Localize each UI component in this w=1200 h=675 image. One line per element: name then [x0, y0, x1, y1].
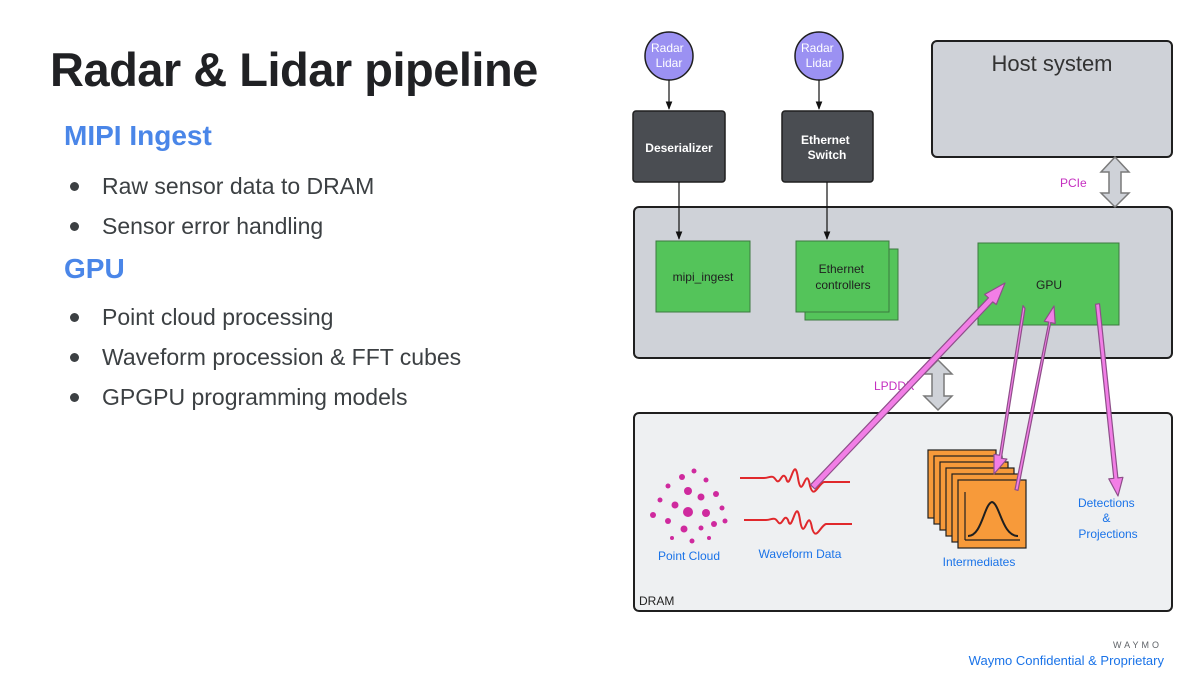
bullet-item: Waveform procession & FFT cubes	[64, 337, 461, 377]
detections-line-2: &	[1102, 511, 1110, 525]
confidential-note: Waymo Confidential & Proprietary	[968, 653, 1164, 668]
flow-arrow-gpu-to-intermediates	[993, 305, 1026, 475]
dram-box	[633, 412, 1173, 612]
mipi-ingest-label: mipi_ingest	[673, 270, 734, 284]
sensor-1-line-2: Lidar	[656, 56, 683, 70]
section-heading-gpu: GPU	[64, 253, 125, 284]
ethernet-controllers-block	[795, 240, 890, 313]
flow-arrow-waveform-to-gpu	[809, 282, 1006, 490]
svg-text:Ethernet controllers: Ethernet controllers	[815, 262, 870, 292]
flow-arrow-gpu-to-detections	[1094, 303, 1124, 497]
flow-arrow-intermediates-to-gpu	[1014, 305, 1056, 491]
slide-title: Radar & Lidar pipeline	[50, 43, 538, 96]
bullet-item: GPGPU programming models	[64, 377, 461, 417]
sensor-1-line-1: Radar	[651, 41, 684, 55]
svg-text:Radar Lidar: Radar Lidar	[801, 41, 837, 70]
dram-label: DRAM	[639, 594, 674, 608]
svg-text:Detections & Projectio: Detections & Projections	[1078, 496, 1138, 541]
detections-line-3: Projections	[1078, 527, 1137, 541]
mipi-bullet-list: Raw sensor data to DRAM Sensor error han…	[64, 166, 374, 246]
host-system-box	[931, 40, 1173, 158]
svg-text:Ethernet Switch: Ethernet Switch	[801, 133, 853, 162]
intermediates-stack-icon	[927, 449, 1027, 549]
host-system-label: Host system	[991, 51, 1112, 76]
bullet-item: Raw sensor data to DRAM	[64, 166, 374, 206]
detections-line-1: Detections	[1078, 496, 1135, 510]
sensor-2-line-1: Radar	[801, 41, 834, 55]
pcie-double-arrow	[1099, 155, 1131, 209]
sensor-2-line-2: Lidar	[806, 56, 833, 70]
waveform-icon-top	[740, 468, 850, 493]
waymo-logo: WAYMO	[1113, 640, 1162, 650]
bullet-item: Sensor error handling	[64, 206, 374, 246]
pcie-label: PCIe	[1060, 176, 1087, 190]
lpddr-double-arrow	[922, 358, 954, 412]
deserializer-label: Deserializer	[645, 141, 713, 155]
bullet-item: Point cloud processing	[64, 297, 461, 337]
ethernet-switch-line-1: Ethernet	[801, 133, 850, 147]
gpu-bullet-list: Point cloud processing Waveform processi…	[64, 297, 461, 417]
gpu-label: GPU	[1036, 278, 1062, 292]
mipi-ingest-block	[655, 240, 751, 313]
section-heading-mipi: MIPI Ingest	[64, 120, 212, 151]
point-cloud-icon	[650, 468, 728, 544]
ethernet-switch-line-2: Switch	[808, 148, 847, 162]
svg-text:Radar Lidar: Radar Lidar	[651, 41, 687, 70]
ethernet-controllers-line-1: Ethernet	[819, 262, 865, 276]
ethernet-controllers-line-2: controllers	[815, 278, 870, 292]
intermediates-label: Intermediates	[943, 555, 1016, 569]
gaussian-curve-icon	[964, 492, 1020, 541]
point-cloud-label: Point Cloud	[658, 549, 720, 563]
waveform-icon-bottom	[744, 510, 852, 535]
waveform-data-label: Waveform Data	[759, 547, 842, 561]
